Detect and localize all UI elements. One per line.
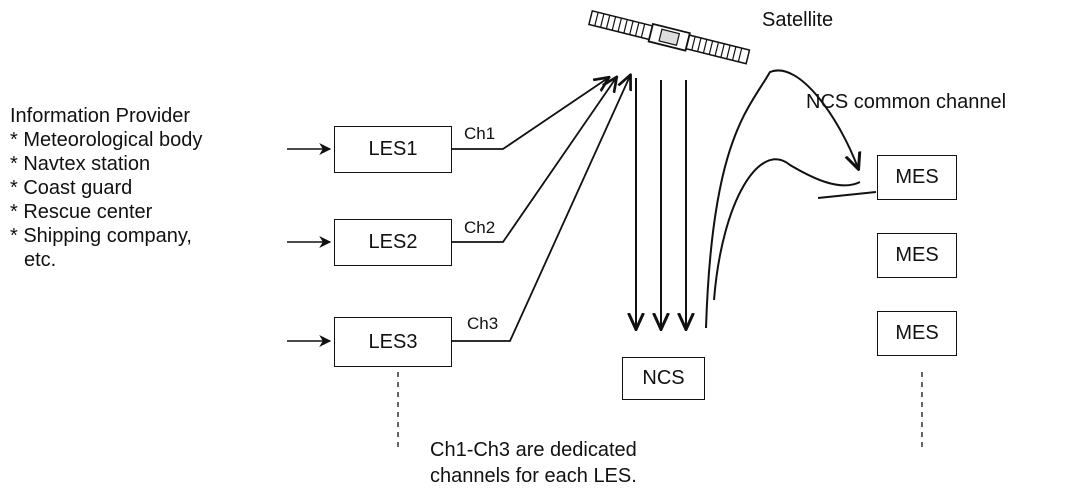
- ncs-common-channel-upper: [705, 69, 858, 329]
- ncs-box: NCS: [622, 357, 705, 400]
- les1-box: LES1: [334, 126, 452, 173]
- channel-line-ch1: [452, 78, 608, 150]
- provider-item: * Navtex station: [10, 153, 151, 175]
- les3-box: LES3: [334, 317, 452, 367]
- provider-title: Information Provider: [10, 105, 191, 127]
- provider-item: * Coast guard: [10, 177, 133, 199]
- mes-box: MES: [877, 155, 957, 200]
- mes-box: MES: [877, 233, 957, 278]
- provider-item: * Shipping company,: [10, 225, 192, 247]
- mes-box: MES: [877, 311, 957, 356]
- channel-line-ch2: [452, 78, 616, 243]
- satellite-label: Satellite: [762, 9, 834, 31]
- channel-label-ch1: Ch1: [464, 124, 496, 143]
- caption-line-2: channels for each LES.: [430, 465, 637, 487]
- satellite-icon: [588, 9, 751, 65]
- provider-item: * Rescue center: [10, 201, 153, 223]
- ncs-common-channel-lower: [713, 158, 861, 301]
- provider-item: * Meteorological body: [10, 129, 203, 151]
- channel-line-ch3: [452, 76, 630, 342]
- channel-label-ch3: Ch3: [467, 314, 499, 333]
- provider-item: etc.: [24, 249, 57, 271]
- ncs-mes-link: [817, 191, 877, 199]
- les2-box: LES2: [334, 219, 452, 266]
- ncs-channel-label: NCS common channel: [806, 91, 1007, 113]
- information-provider-list: Information Provider * Meteorological bo…: [10, 104, 202, 272]
- channel-label-ch2: Ch2: [464, 218, 496, 237]
- caption-line-1: Ch1-Ch3 are dedicated: [430, 439, 637, 461]
